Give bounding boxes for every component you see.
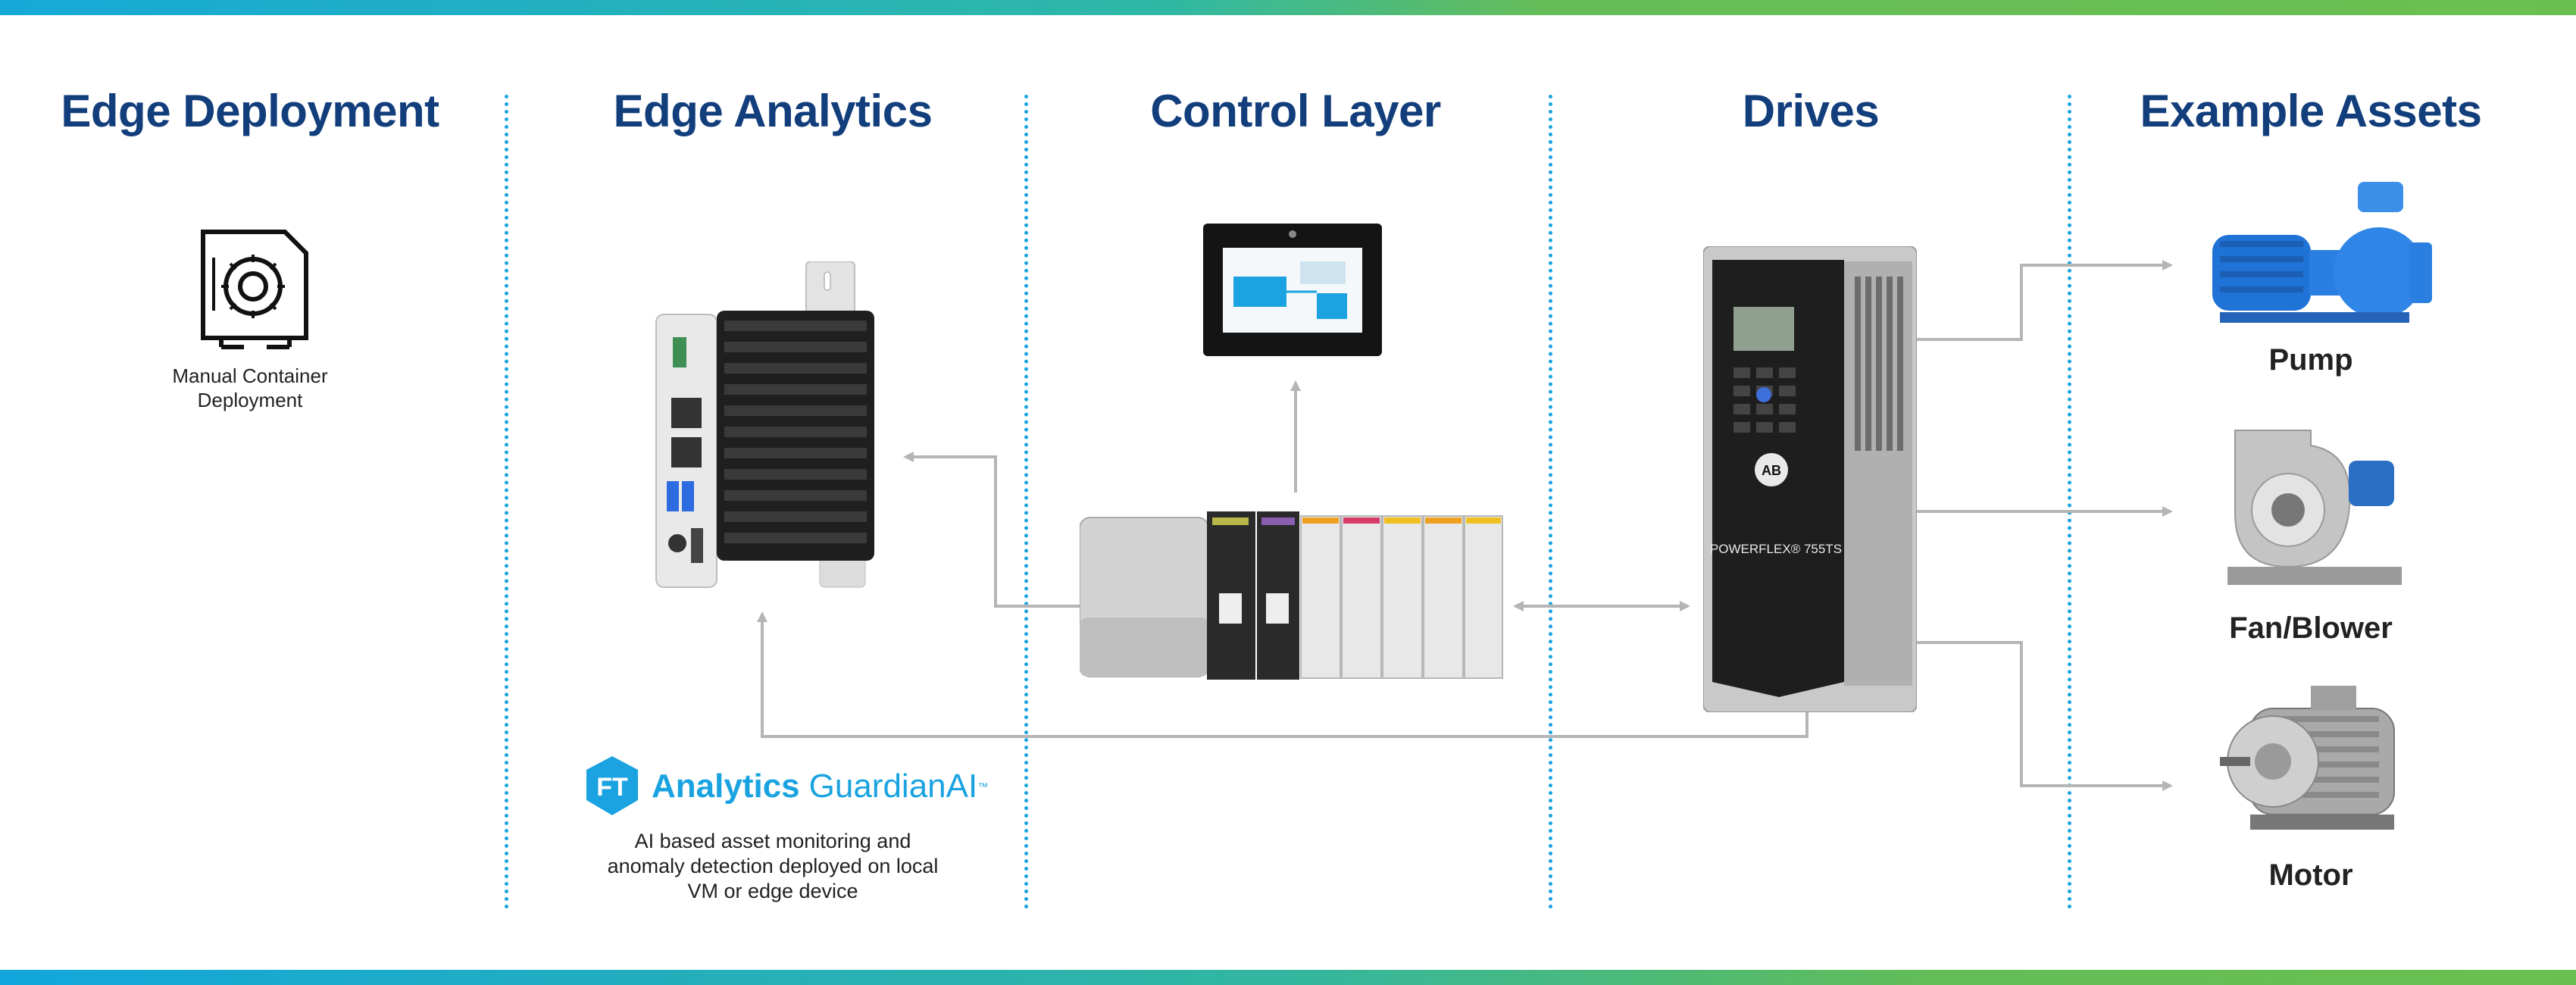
analytics-description: AI based asset monitoring and anomaly de… (576, 829, 970, 904)
divider-2 (1024, 95, 1028, 909)
description-line: AI based asset monitoring and (634, 830, 911, 852)
pump-image (2212, 182, 2432, 323)
container-deployment-icon (201, 230, 308, 349)
analytics-guardian-logo: FT Analytics GuardianAI ™ (583, 756, 988, 817)
asset-label-motor: Motor (2268, 858, 2353, 892)
controller-rack-image (1080, 511, 1503, 680)
asset-label-fan-blower: Fan/Blower (2229, 611, 2393, 645)
edge-device-image (655, 261, 874, 588)
divider-1 (505, 95, 508, 909)
brand-bold-text: Analytics (652, 768, 800, 805)
description-line: anomaly detection deployed on local (607, 855, 939, 877)
svg-text:POWERFLEX® 755TS: POWERFLEX® 755TS (1710, 542, 1842, 556)
description-line: VM or edge device (687, 880, 858, 902)
top-gradient-bar (0, 0, 2576, 15)
divider-4 (2068, 95, 2071, 909)
powerflex-drive-image: AB POWERFLEX® 755TS (1703, 246, 1917, 712)
svg-text:FT: FT (596, 773, 628, 802)
title-edge-analytics: Edge Analytics (613, 86, 933, 136)
svg-text:AB: AB (1762, 463, 1781, 478)
caption-line: Manual Container (172, 364, 328, 387)
motor-image (2220, 686, 2395, 830)
title-edge-deployment: Edge Deployment (61, 86, 439, 136)
deployment-caption: Manual Container Deployment (136, 364, 364, 412)
brand-light-text: GuardianAI (808, 768, 978, 805)
bottom-gradient-bar (0, 970, 2576, 985)
asset-label-pump: Pump (2268, 343, 2353, 377)
caption-line: Deployment (197, 389, 303, 411)
divider-3 (1549, 95, 1552, 909)
trademark-mark: ™ (977, 780, 989, 793)
title-drives: Drives (1742, 86, 1880, 136)
title-example-assets: Example Assets (2140, 86, 2482, 136)
title-control-layer: Control Layer (1150, 86, 1441, 136)
hmi-panel-image (1203, 224, 1382, 356)
fan-blower-image (2227, 430, 2402, 585)
ft-logo-icon: FT (586, 756, 638, 815)
